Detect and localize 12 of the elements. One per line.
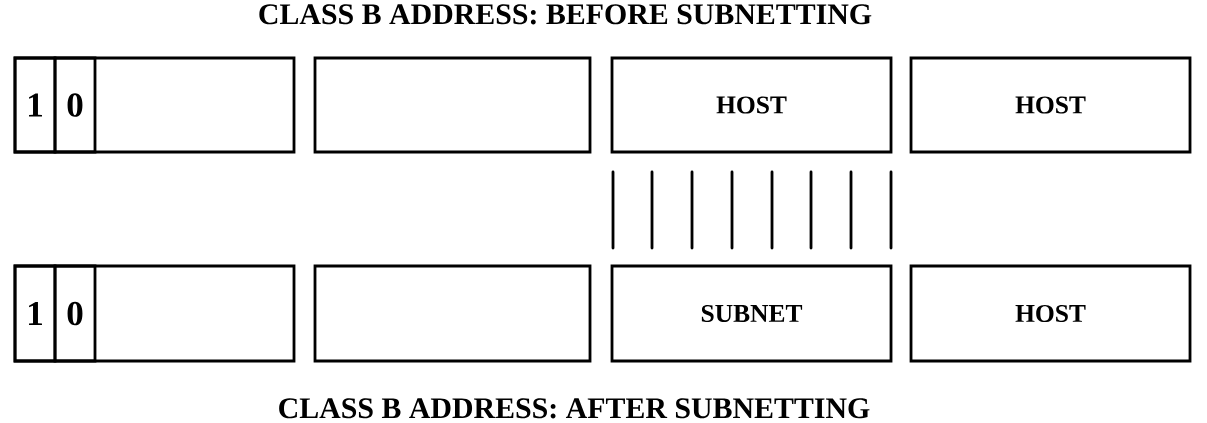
octet-box	[313, 56, 592, 154]
octet-box	[313, 264, 592, 363]
octet-box: HOST	[610, 56, 893, 154]
bit-cell: 0	[53, 56, 97, 154]
bit-cell: 1	[13, 264, 57, 363]
octet-box: HOST	[909, 56, 1192, 154]
bit-cell: 1	[13, 56, 57, 154]
bit-cell: 0	[53, 264, 97, 363]
octet-box: HOST	[909, 264, 1192, 363]
caption: CLASS B ADDRESS: AFTER SUBNETTING	[279, 398, 870, 419]
title: CLASS B ADDRESS: BEFORE SUBNETTING	[259, 4, 872, 25]
octet-box: SUBNET	[610, 264, 893, 363]
